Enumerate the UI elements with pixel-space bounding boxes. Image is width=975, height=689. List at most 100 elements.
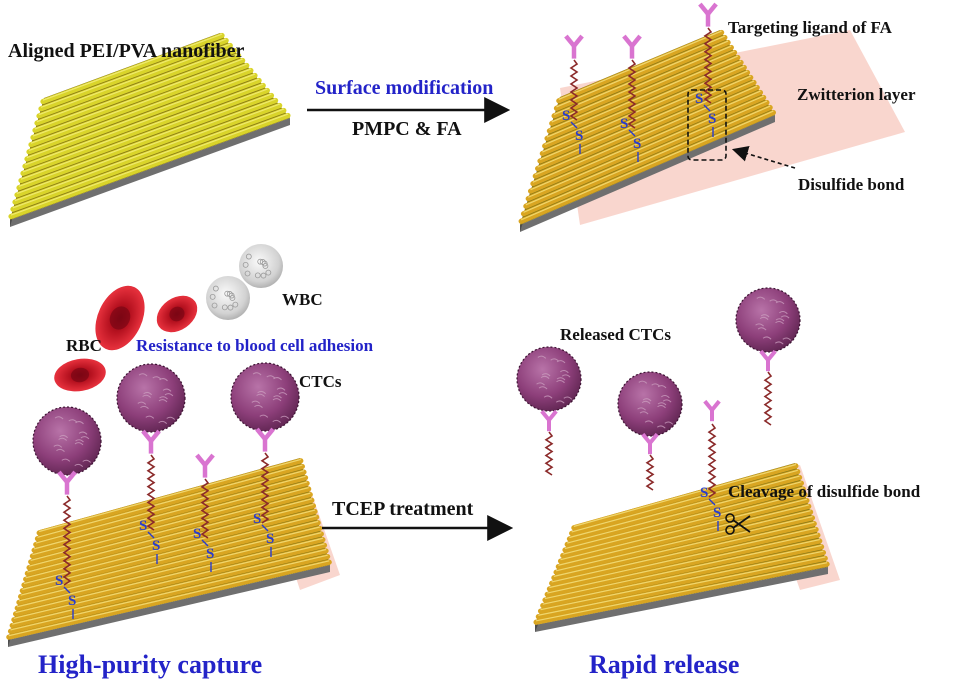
- nanofiber-highlight: [32, 481, 308, 556]
- nanofiber: [24, 72, 258, 162]
- ctc-cell: [617, 371, 683, 437]
- nanofiber-highlight: [22, 515, 317, 590]
- rbc-label: RBC: [66, 336, 102, 355]
- nanofiber: [26, 67, 254, 155]
- nanofiber-highlight: [35, 470, 305, 544]
- substrate-front: [535, 567, 828, 632]
- nanofiber: [564, 480, 805, 548]
- nanofiber: [569, 469, 801, 536]
- nanofiber: [530, 84, 760, 187]
- caption-release: Rapid release: [589, 650, 740, 679]
- nanofiber: [542, 59, 744, 149]
- nanofiber: [566, 474, 803, 542]
- nanofiber: [544, 532, 821, 598]
- polymer-chain: [763, 371, 773, 426]
- nanofiber: [549, 44, 734, 126]
- fa-ligand-icon: [564, 34, 584, 59]
- nanofiber: [540, 544, 825, 609]
- fa-ligand-icon: [703, 399, 721, 422]
- nanofiber: [556, 29, 725, 104]
- nanofiber-highlight: [27, 498, 312, 573]
- nanofiber-highlight: [16, 98, 276, 195]
- ctc-cell: [230, 362, 300, 432]
- ctc-cell: [735, 287, 801, 353]
- nanofiber-highlight: [12, 548, 327, 625]
- nanofiber: [544, 54, 741, 142]
- nanofiber-highlight: [33, 475, 306, 550]
- pmpc-fa-label: PMPC & FA: [352, 118, 462, 140]
- disulfide-highlight-box: [687, 89, 727, 161]
- nanofiber-highlight: [567, 481, 802, 544]
- nanofiber: [34, 47, 238, 126]
- nanofiber: [18, 87, 270, 184]
- caption-capture: High-purity capture: [38, 650, 263, 679]
- nanofiber: [523, 99, 770, 209]
- substrate-front: [520, 115, 775, 232]
- fa-ligand-icon: [759, 349, 777, 372]
- nanofiber-highlight: [544, 539, 820, 600]
- released-ctcs-label: Released CTCs: [560, 325, 671, 344]
- nanofiber: [551, 515, 816, 581]
- sulfur-atom: S: [695, 91, 703, 107]
- sulfur-atom: S: [562, 108, 570, 124]
- nanofiber-highlight: [560, 498, 808, 561]
- sulfur-atom: S: [68, 593, 76, 609]
- fa-ligand-icon: [57, 470, 77, 495]
- polymer-chain: [146, 454, 156, 531]
- capture-nanofiber-mat: [6, 458, 340, 647]
- nanofiber-highlight: [30, 63, 247, 144]
- nanofiber-highlight: [551, 45, 732, 123]
- nanofiber-highlight: [14, 103, 280, 202]
- nanofiber: [520, 104, 773, 217]
- nanofiber: [553, 509, 814, 575]
- nanofiber-highlight: [537, 75, 751, 168]
- substrate-front: [10, 118, 290, 227]
- rbc-cell: [156, 295, 198, 333]
- nanofiber-highlight: [530, 90, 761, 191]
- sulfur-atom: S: [713, 505, 721, 521]
- disulfide-link: [147, 531, 155, 539]
- rbc-cell: [54, 358, 106, 392]
- nanofiber: [16, 525, 323, 605]
- nanofiber-highlight: [549, 50, 735, 131]
- rbc-cell: [95, 285, 145, 351]
- wbc-label: WBC: [282, 290, 323, 309]
- nanofiber: [36, 458, 304, 536]
- nanofiber: [14, 97, 279, 198]
- nanofiber: [546, 49, 738, 134]
- disulfide-bond-label: Disulfide bond: [798, 175, 905, 194]
- nanofiber-highlight: [37, 464, 303, 538]
- disulfide-link: [628, 129, 636, 137]
- nanofiber-highlight: [564, 487, 804, 550]
- nanofiber: [16, 92, 275, 191]
- nanofiber-highlight: [18, 93, 272, 187]
- sulfur-atom: S: [700, 485, 708, 501]
- nanofiber: [525, 94, 767, 202]
- polymer-chain: [627, 59, 637, 129]
- nanofiber-highlight: [28, 492, 311, 567]
- nanofiber-highlight: [546, 55, 739, 138]
- polymer-chain: [260, 452, 270, 524]
- nanofiber-highlight: [535, 80, 755, 176]
- nanofiber: [22, 77, 262, 169]
- nanofiber-highlight: [540, 550, 824, 611]
- sulfur-atom: S: [633, 136, 641, 152]
- sulfur-atom: S: [575, 128, 583, 144]
- cleavage-label: Cleavage of disulfide bond: [728, 482, 921, 501]
- nanofiber: [28, 62, 250, 148]
- nanofiber-highlight: [34, 53, 239, 130]
- nanofiber: [33, 469, 307, 548]
- nanofiber: [36, 42, 233, 119]
- nanofiber: [9, 548, 329, 629]
- nanofiber: [40, 32, 225, 105]
- nanofiber-highlight: [17, 532, 322, 608]
- polymer-chain: [569, 59, 579, 121]
- nanofiber-highlight: [556, 35, 726, 108]
- nanofiber: [553, 34, 728, 111]
- fa-ligand-icon: [622, 34, 642, 59]
- nanofiber: [532, 79, 757, 179]
- disulfide-link: [570, 121, 578, 129]
- nanofiber: [28, 486, 312, 565]
- wbc-cell: [239, 244, 283, 288]
